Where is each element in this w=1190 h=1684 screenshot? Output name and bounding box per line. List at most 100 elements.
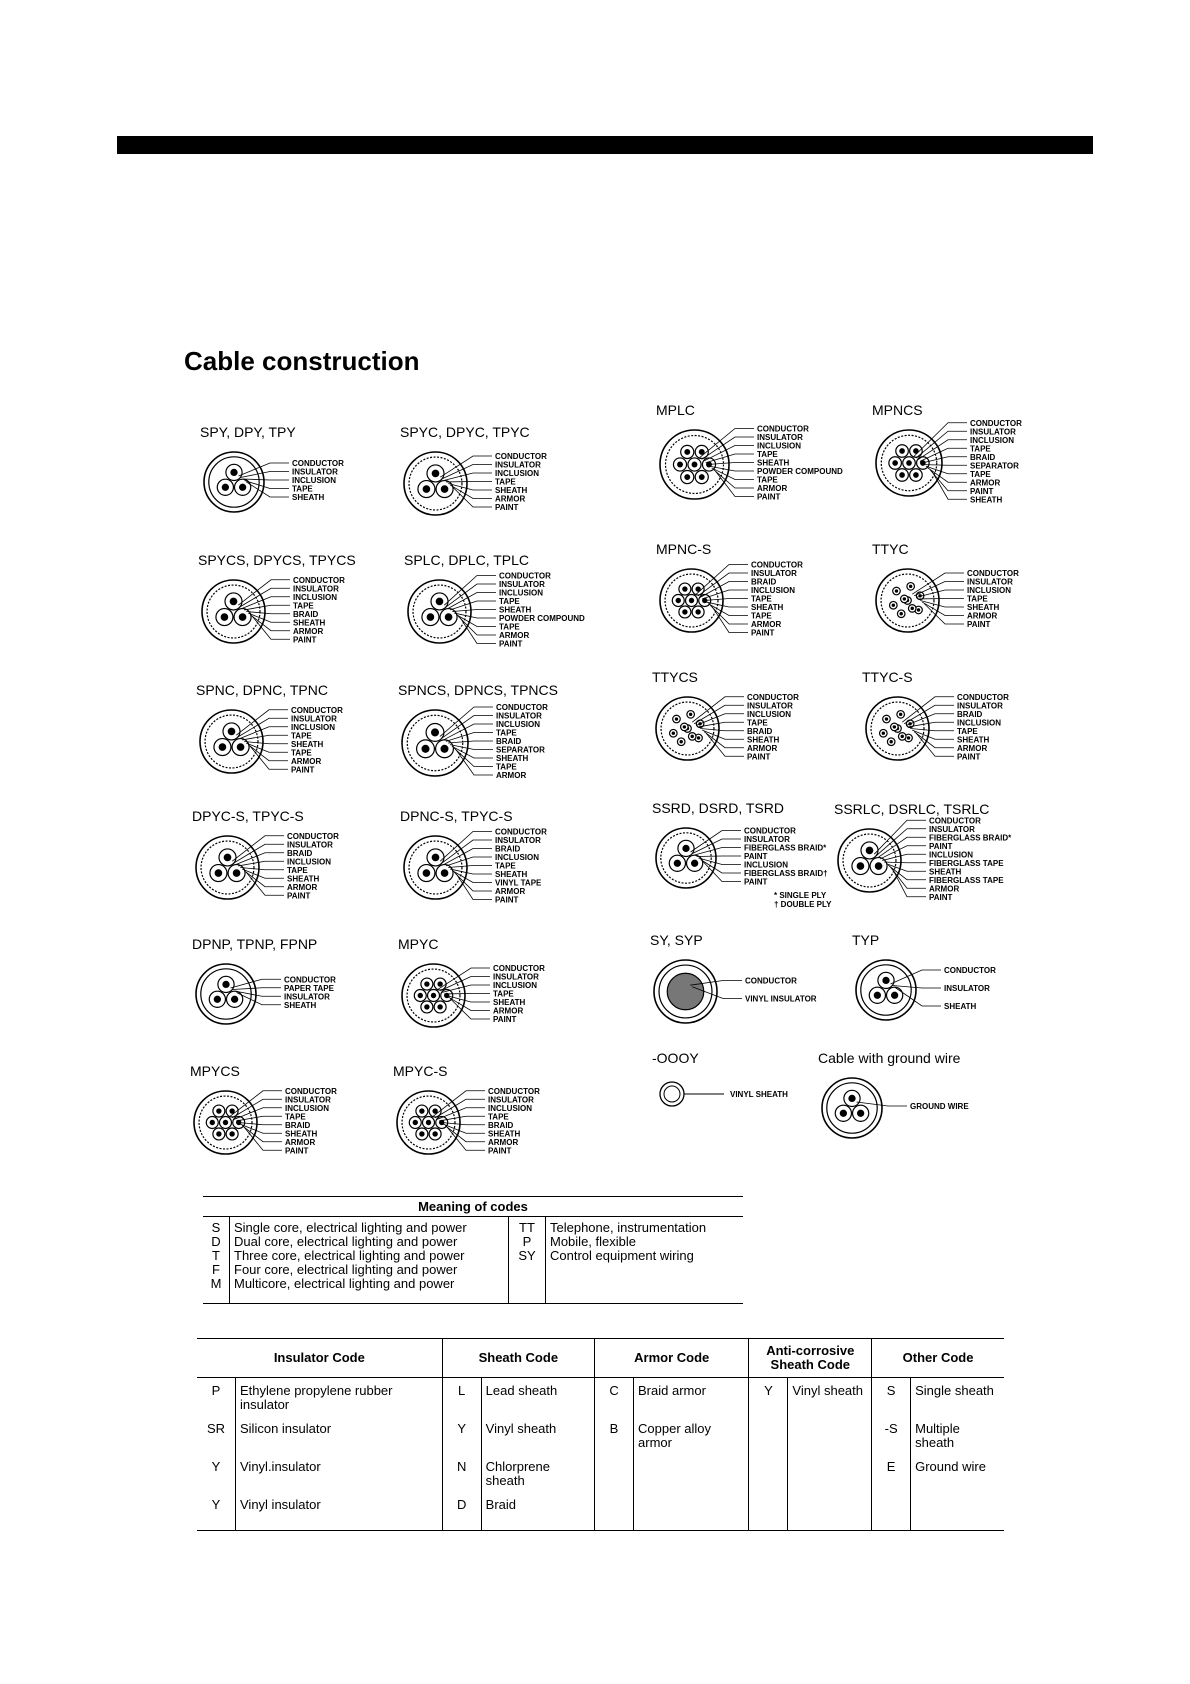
cable-title: MPNCS [872,402,923,418]
part-label: INCLUSION [499,589,543,598]
part-label: TAPE [957,727,978,736]
part-label: BRAID [957,710,983,719]
leader-line [455,873,492,900]
core-conductor [424,981,430,987]
description-cell: Vinyl sheath [787,1377,873,1416]
leader-line [240,867,284,871]
core-conductor [232,869,241,877]
description-cell: Chlorprene sheath [481,1454,596,1492]
meaning-left-text: Single core, electrical lighting and pow… [229,1216,509,1304]
core-conductor [419,1108,425,1114]
part-label: CONDUCTOR [970,419,1022,428]
code-cell [594,1492,635,1531]
leader-line [702,589,748,600]
leader-line [690,980,742,986]
part-label: TAPE [757,476,778,485]
part-label: CONDUCTOR [745,977,797,986]
leader-line [448,865,492,868]
core-conductor [890,991,899,999]
cable-title: DPNP, TPNP, FPNP [192,936,318,952]
outer-sheath [659,429,730,500]
cable-title: DPNC-S, TPYC-S [400,808,513,824]
part-label: ARMOR [929,884,959,893]
part-label: CONDUCTOR [757,425,809,434]
core-conductor [898,712,903,717]
leader-line [709,465,754,472]
leader-line [444,472,492,481]
leader-line [432,1090,485,1117]
part-label: SHEATH [751,603,784,612]
core-conductor [417,992,423,999]
cable-cross-section-c11: CONDUCTORINSULATORINCLUSIONTAPEBRAIDSHEA… [655,693,799,761]
inner-sheath [200,840,255,895]
leader-line [451,745,493,759]
leader-line [692,838,741,854]
leader-line [691,696,744,723]
part-label: SHEATH [957,735,990,744]
part-label: ARMOR [967,612,997,621]
outer-sheath [193,1090,258,1155]
cable-cross-section-c6: CONDUCTORINSULATORINCLUSIONTAPESHEATHPOW… [407,572,585,649]
outer-sheath [195,835,260,900]
part-label: INCLUSION [970,436,1014,445]
leader-line [446,856,492,867]
part-label: SHEATH [499,606,532,615]
leader-line [244,480,289,489]
description-cell: Ethylene propylene rubber insulator [235,1377,443,1416]
cable-cross-section-c3: CONDUCTORINSULATORINCLUSIONTAPESHEATHPOW… [659,425,843,502]
core-conductor [675,597,681,604]
leader-line [445,583,496,608]
leader-line [249,614,290,632]
leader-line [439,706,493,737]
leader-line [444,1125,485,1143]
leader-line [920,600,964,608]
core-conductor [677,461,683,468]
core-conductor [679,740,683,744]
leader-line [242,478,289,481]
core-conductor [856,862,865,870]
part-label: INSULATOR [957,701,1003,710]
part-label: CONDUCTOR [285,1087,337,1096]
description-cell: Braid armor [633,1377,750,1416]
part-label: TAPE [499,597,520,606]
description-cell: Ground wire [915,1459,986,1474]
leader-line [702,729,744,740]
leader-line [922,601,964,616]
cable-cross-section-c9: CONDUCTORINSULATORINCLUSIONTAPESHEATHTAP… [199,706,343,774]
core-conductor [422,869,431,877]
leader-line [931,471,967,500]
part-label: TAPE [751,595,772,604]
description-cell: Vinyl insulator [235,1492,443,1531]
leader-line [705,453,754,464]
inner-sheath [664,434,725,495]
core-conductor [209,1119,215,1126]
part-label: INSULATOR [287,840,333,849]
core-conductor [424,1004,430,1010]
part-label: CONDUCTOR [747,693,799,702]
part-label: TAPE [496,729,517,738]
part-label: TAPE [291,731,312,740]
leader-line [711,467,754,480]
leader-line [244,741,288,745]
part-label: TAPE [287,866,308,875]
leader-line [880,845,926,860]
core-conductor [688,712,693,717]
core-conductor [848,1094,856,1103]
leader-line [235,709,288,736]
part-label: INCLUSION [293,593,337,602]
part-label: PAINT [495,896,519,905]
part-label: PAINT [967,620,991,629]
part-label: PAPER TAPE [284,984,335,993]
part-label: TAPE [285,1112,306,1121]
part-label: ARMOR [757,484,787,493]
part-label: INSULATOR [495,461,541,470]
outer-sheath [403,835,468,900]
footnote: * SINGLE PLY [774,891,827,900]
